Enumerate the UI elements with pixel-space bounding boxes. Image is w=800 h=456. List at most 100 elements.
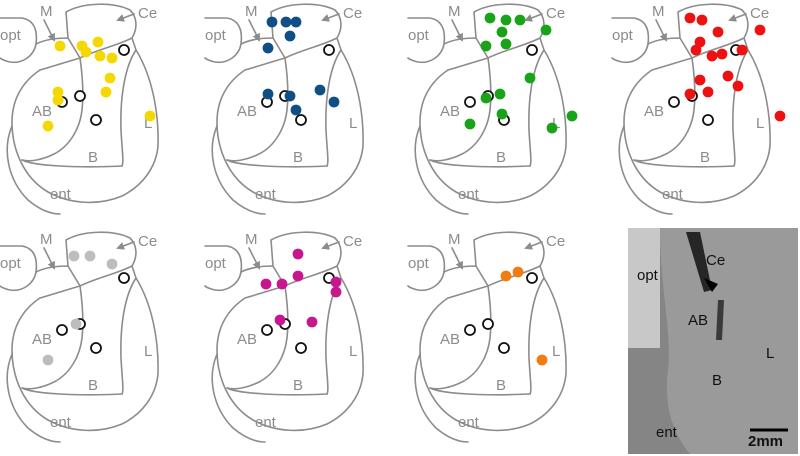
red-marker: [696, 14, 708, 26]
magenta-marker: [330, 276, 342, 288]
blue-marker: [262, 88, 274, 100]
central-arrow: [321, 13, 340, 22]
histology-arrowhead: [704, 278, 718, 292]
blue-marker: [266, 16, 278, 28]
open-marker: [74, 90, 86, 102]
label-optic: opt: [0, 27, 22, 44]
gray-marker: [106, 258, 118, 270]
label-optic: opt: [205, 27, 227, 44]
label-accessory-basal: AB: [32, 103, 52, 120]
blue-marker: [284, 30, 296, 42]
label-central: Ce: [343, 233, 362, 250]
green-marker: [540, 24, 552, 36]
amygdala-schematic: [611, 3, 771, 215]
label-central: Ce: [343, 5, 362, 22]
green-marker: [500, 14, 512, 26]
green-marker: [514, 14, 526, 26]
label-accessory-basal: AB: [440, 331, 460, 348]
open-marker: [90, 114, 102, 126]
scale-bar-label: 2mm: [748, 433, 783, 450]
label-lateral: L: [144, 115, 152, 132]
label-optic: opt: [0, 255, 22, 272]
label-entorhinal: ent: [255, 186, 277, 203]
open-marker: [56, 324, 68, 336]
histology-label-accessory-basal: AB: [688, 312, 708, 329]
magenta-marker: [260, 278, 272, 290]
histology-label-optic: opt: [637, 267, 659, 284]
magenta-marker: [292, 248, 304, 260]
label-medial: M: [40, 231, 53, 248]
blue-marker: [262, 42, 274, 54]
open-marker: [295, 114, 307, 126]
label-entorhinal: ent: [458, 414, 480, 431]
central-arrow: [116, 13, 135, 22]
red-marker: [684, 88, 696, 100]
open-marker: [668, 96, 680, 108]
label-basal: B: [496, 149, 506, 166]
amygdala-schematic: [0, 3, 159, 215]
label-basal: B: [700, 149, 710, 166]
medial-arrow: [248, 19, 260, 42]
red-marker: [754, 24, 766, 36]
red-marker: [702, 86, 714, 98]
open-marker: [498, 342, 510, 354]
label-medial: M: [448, 231, 461, 248]
red-marker: [712, 26, 724, 38]
label-lateral: L: [552, 115, 560, 132]
magenta-marker: [306, 316, 318, 328]
green-marker: [484, 12, 496, 24]
label-lateral: L: [552, 343, 560, 360]
histology-panel: opt Ce AB L B ent 2mm: [628, 228, 798, 454]
amygdala-schematic: [0, 231, 159, 443]
label-entorhinal: ent: [662, 186, 684, 203]
label-central: Ce: [750, 5, 769, 22]
label-accessory-basal: AB: [32, 331, 52, 348]
label-optic: opt: [205, 255, 227, 272]
label-entorhinal: ent: [50, 414, 72, 431]
orange-marker: [512, 266, 524, 278]
medial-arrow: [655, 19, 667, 42]
label-entorhinal: ent: [458, 186, 480, 203]
label-entorhinal: ent: [50, 186, 72, 203]
label-basal: B: [293, 149, 303, 166]
central-arrow: [116, 241, 135, 250]
yellow-marker: [94, 50, 106, 62]
central-arrow: [524, 13, 543, 22]
amygdala-schematic: [407, 3, 567, 215]
label-medial: M: [245, 231, 258, 248]
label-basal: B: [88, 149, 98, 166]
open-marker: [464, 96, 476, 108]
label-medial: M: [652, 3, 665, 20]
blue-marker: [290, 16, 302, 28]
open-marker: [323, 44, 335, 56]
label-medial: M: [245, 3, 258, 20]
label-central: Ce: [138, 233, 157, 250]
magenta-marker: [274, 314, 286, 326]
medial-arrow: [451, 247, 463, 270]
yellow-marker: [52, 94, 64, 106]
label-basal: B: [496, 377, 506, 394]
open-marker: [118, 44, 130, 56]
green-marker: [464, 118, 476, 130]
yellow-marker: [54, 40, 66, 52]
green-marker: [480, 40, 492, 52]
yellow-marker: [106, 52, 118, 64]
red-marker: [732, 80, 744, 92]
label-medial: M: [40, 3, 53, 20]
red-marker: [722, 70, 734, 82]
label-optic: opt: [408, 27, 430, 44]
central-arrow: [728, 13, 747, 22]
green-marker: [524, 72, 536, 84]
open-marker: [702, 114, 714, 126]
green-marker: [494, 88, 506, 100]
label-basal: B: [293, 377, 303, 394]
label-medial: M: [448, 3, 461, 20]
gray-marker: [84, 250, 96, 262]
amygdala-schematic: [204, 231, 364, 443]
blue-marker: [280, 16, 292, 28]
green-marker: [566, 110, 578, 122]
